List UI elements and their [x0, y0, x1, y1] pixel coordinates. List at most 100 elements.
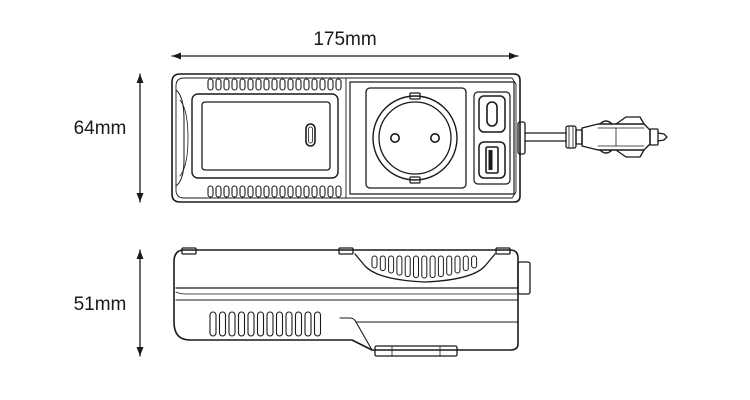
- vent-slot: [228, 311, 236, 337]
- side-top-clip-mid: [338, 247, 354, 255]
- fan-fin: [421, 255, 428, 279]
- depth-dimension: 51mm: [74, 249, 144, 357]
- side-top-clip-left: [181, 247, 197, 255]
- vent-slot: [287, 185, 294, 198]
- fan-fin: [446, 255, 453, 276]
- vent-slot: [295, 185, 302, 198]
- vent-slot: [223, 185, 230, 198]
- fan-fin: [388, 255, 395, 274]
- side-fan-fins: [371, 255, 478, 279]
- fan-fin: [371, 255, 378, 269]
- power-led-indicator: [305, 123, 316, 147]
- vent-slot: [255, 185, 262, 198]
- vent-slot: [294, 311, 303, 337]
- vent-slot: [255, 78, 262, 91]
- socket-housing: [349, 81, 515, 195]
- fan-fin: [462, 255, 469, 272]
- vent-slot: [207, 78, 214, 91]
- socket-ground-bottom: [409, 176, 421, 184]
- vent-slot: [303, 185, 310, 198]
- vent-slot: [295, 78, 302, 91]
- fan-fin: [413, 255, 419, 279]
- vent-slot: [247, 185, 254, 198]
- vent-slot: [218, 311, 227, 337]
- inverter-side-view: [173, 247, 531, 357]
- vent-slot: [285, 311, 293, 337]
- vent-slot: [271, 185, 278, 198]
- display-panel: [201, 101, 331, 171]
- side-lower-step: [339, 317, 373, 351]
- vent-slot: [239, 78, 246, 91]
- vent-slot: [263, 78, 270, 91]
- fan-fin: [471, 255, 478, 269]
- vent-slot: [256, 311, 265, 337]
- vent-slot: [319, 78, 326, 91]
- vent-slot: [275, 311, 284, 337]
- side-seam-curve: [175, 291, 519, 295]
- left-end-cap-inner: [179, 99, 189, 177]
- top-vent-slots-lower: [207, 185, 342, 198]
- vent-slot: [237, 311, 246, 337]
- fan-fin: [437, 255, 444, 278]
- socket-ring-inner: [378, 101, 452, 175]
- socket-pin-hole-left: [389, 133, 400, 144]
- usb-a-port: [485, 146, 499, 174]
- fan-fin: [396, 255, 403, 276]
- vent-slot: [319, 185, 326, 198]
- vent-slot: [313, 311, 322, 337]
- socket-face: [365, 87, 467, 189]
- display-panel-frame: [191, 93, 339, 179]
- socket-ring-outer: [372, 95, 458, 181]
- vent-slot: [209, 311, 217, 337]
- vent-slot: [279, 185, 286, 198]
- vent-slot: [215, 185, 222, 198]
- usb-a-tongue: [488, 150, 493, 170]
- socket-ground-top: [409, 92, 421, 100]
- vent-slot: [287, 78, 294, 91]
- top-vent-slots-upper: [207, 78, 342, 91]
- usb-a-port-frame: [478, 141, 506, 179]
- fan-fin: [379, 255, 386, 272]
- fan-fin: [429, 255, 436, 279]
- usb-c-port-frame: [478, 95, 506, 133]
- fan-fin: [404, 255, 411, 278]
- fan-fin: [454, 255, 461, 274]
- top-view-inner-rim: [175, 77, 517, 199]
- side-fan-housing: [354, 253, 496, 283]
- side-bottom-tab: [374, 345, 458, 357]
- vent-slot: [335, 78, 342, 91]
- vent-slot: [223, 78, 230, 91]
- vent-slot: [303, 78, 310, 91]
- top-view-body: [171, 73, 521, 203]
- vent-slot: [266, 311, 274, 337]
- usb-port-panel: [473, 91, 511, 185]
- side-top-clip-right: [495, 247, 511, 255]
- side-vent-slots: [209, 311, 322, 337]
- vent-slot: [263, 185, 270, 198]
- vent-slot: [279, 78, 286, 91]
- vent-slot: [239, 185, 246, 198]
- width-dimension: 175mm: [171, 29, 519, 60]
- car-cigarette-lighter-plug: [524, 116, 668, 158]
- vent-slot: [271, 78, 278, 91]
- left-end-cap: [175, 89, 185, 187]
- vent-slot: [327, 185, 334, 198]
- cable-strain-relief: [517, 121, 526, 155]
- height-dimension: 64mm: [74, 73, 144, 203]
- side-cable-block: [517, 261, 531, 295]
- vent-slot: [215, 78, 222, 91]
- vent-slot: [335, 185, 342, 198]
- width-label: 175mm: [313, 29, 376, 50]
- vent-slot: [231, 185, 238, 198]
- usb-c-port: [486, 101, 498, 127]
- depth-label: 51mm: [74, 294, 127, 315]
- height-label: 64mm: [74, 118, 127, 139]
- vent-slot: [311, 185, 318, 198]
- vent-slot: [247, 311, 255, 337]
- vent-slot: [304, 311, 312, 337]
- vent-slot: [247, 78, 254, 91]
- socket-pin-hole-right: [429, 133, 440, 144]
- inverter-top-view: [171, 73, 668, 203]
- power-led-inner: [308, 126, 313, 144]
